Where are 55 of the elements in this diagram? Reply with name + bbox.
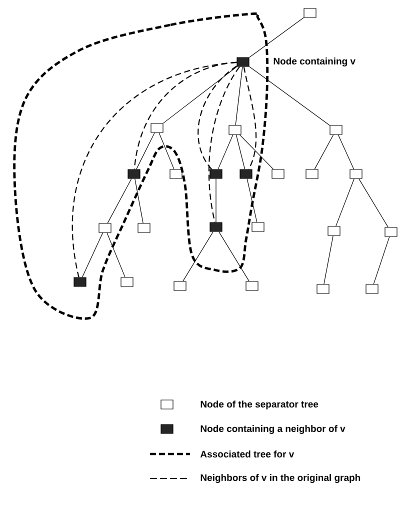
- tree-edge: [246, 178, 258, 222]
- tree-edge: [182, 232, 214, 282]
- node-box: [304, 8, 316, 18]
- tree-edge: [249, 17, 304, 58]
- tree-edge: [162, 66, 238, 124]
- tree-edge: [218, 134, 234, 170]
- tree-edge: [239, 134, 274, 170]
- node-box: [252, 222, 264, 232]
- tree-edge: [373, 236, 390, 284]
- legend-label: Associated tree for v: [200, 450, 294, 458]
- legend-label: Neighbors of v in the original graph: [200, 474, 360, 483]
- node-box: [120, 277, 134, 287]
- tree-edge: [107, 178, 132, 224]
- dashed-connector: [208, 66, 240, 222]
- node-box: [150, 123, 164, 133]
- tree-edge: [218, 232, 250, 282]
- node-box: [316, 284, 330, 294]
- tree-edge: [134, 178, 144, 224]
- node-label: Node containing v: [274, 58, 356, 66]
- node-box: [366, 284, 378, 294]
- tree-edge: [82, 232, 104, 278]
- node-box: [328, 226, 340, 236]
- node-box: [174, 281, 186, 291]
- filled-node-box: [210, 222, 222, 232]
- tree-edge: [236, 134, 246, 170]
- node-box: [272, 169, 284, 179]
- tree-edge: [358, 178, 388, 228]
- node-box: [98, 223, 112, 233]
- filled-node-box: [240, 169, 252, 179]
- tree-edge: [336, 178, 354, 226]
- tree-edge: [235, 66, 243, 126]
- node-box: [138, 223, 150, 233]
- filled-node-box: [74, 277, 86, 287]
- tree-edge: [314, 134, 334, 170]
- dashed-connector: [243, 66, 257, 170]
- tree-edge: [136, 132, 155, 170]
- tree-edge: [158, 132, 174, 170]
- legend-label: Node of the separator tree: [200, 400, 318, 410]
- node-box: [306, 169, 318, 179]
- filled-node-box: [236, 57, 250, 67]
- tree-edge: [324, 236, 334, 284]
- dashed-connector: [134, 62, 237, 170]
- dashed-connector: [198, 66, 238, 170]
- tree-edge: [249, 66, 330, 126]
- node-box: [384, 227, 398, 237]
- node-box: [246, 281, 258, 291]
- node-box: [330, 125, 342, 135]
- tree-edge: [338, 134, 354, 170]
- legend-label: Node containing a neighbor of v: [200, 425, 346, 434]
- node-box: [350, 169, 362, 179]
- node-box: [170, 169, 182, 179]
- filled-node-box: [210, 169, 222, 179]
- filled-node-box: [128, 169, 140, 179]
- tree-edge: [106, 232, 126, 278]
- node-box: [228, 125, 242, 135]
